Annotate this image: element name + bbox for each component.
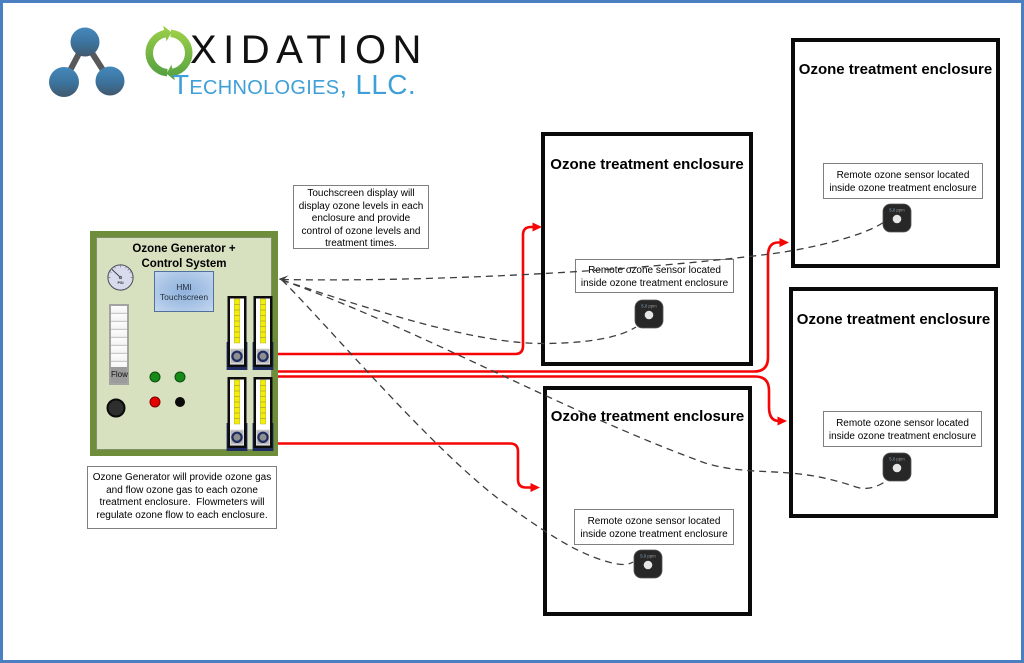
svg-text:PSI: PSI <box>117 281 123 285</box>
